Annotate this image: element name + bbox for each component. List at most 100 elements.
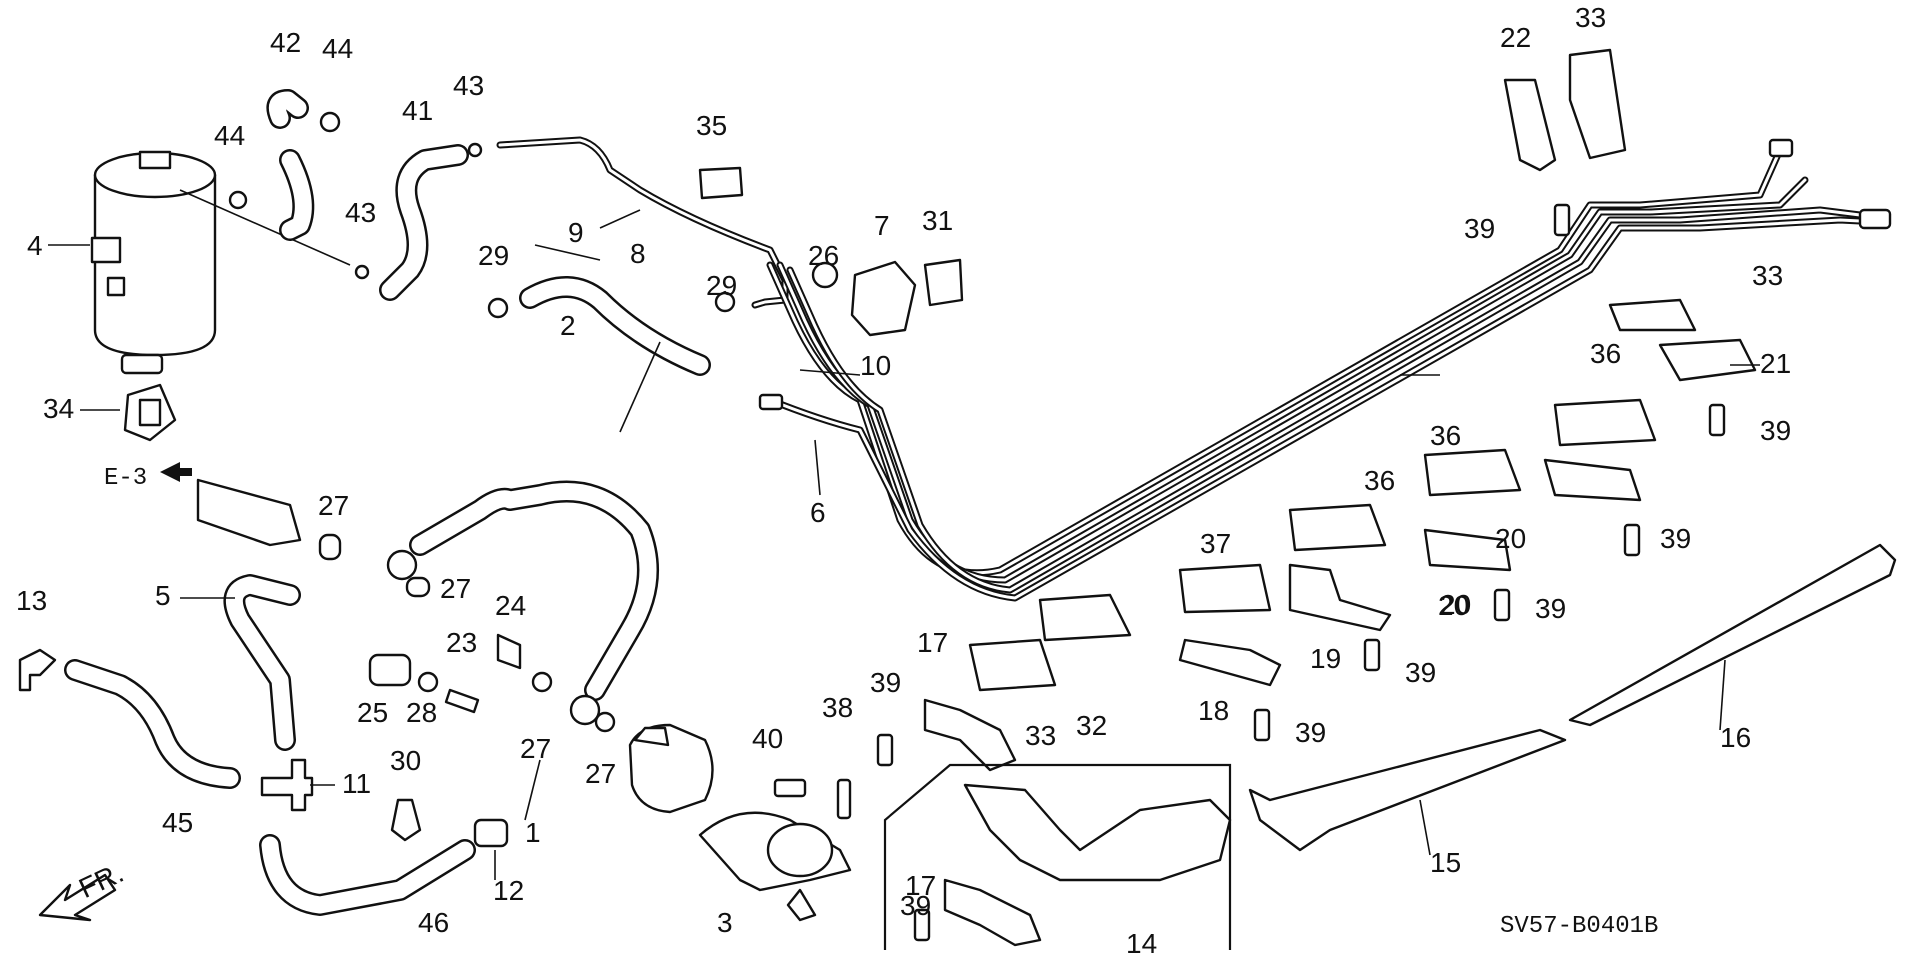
clip-29a[interactable] <box>487 297 509 319</box>
part-label: 38 <box>822 692 853 723</box>
washer-27d[interactable] <box>594 711 616 733</box>
clip-44b[interactable] <box>228 190 248 210</box>
bracket-17a[interactable] <box>923 698 1017 772</box>
left-arrow-icon <box>160 462 192 482</box>
hose-46[interactable] <box>259 834 476 916</box>
bracket-20b[interactable] <box>1423 528 1512 572</box>
bracket-18[interactable] <box>1178 638 1282 687</box>
clip-36a[interactable] <box>1553 398 1657 447</box>
clip-33b[interactable] <box>1608 298 1697 332</box>
pipe-8[interactable] <box>496 136 789 309</box>
clip-43b[interactable] <box>354 264 370 280</box>
clip-36c[interactable] <box>1288 503 1387 552</box>
bolt-40[interactable] <box>773 778 807 798</box>
bolt-39e[interactable] <box>1623 523 1641 557</box>
clip-35[interactable] <box>698 166 744 200</box>
part-label: 33 <box>1575 2 1606 33</box>
part-label: 21 <box>1760 348 1791 379</box>
hose-42[interactable] <box>266 89 315 241</box>
clip-33a[interactable] <box>1568 48 1627 160</box>
part-label: 16 <box>1720 722 1751 753</box>
canister[interactable] <box>90 150 351 375</box>
washer-27c[interactable] <box>531 671 553 693</box>
part-label: 19 <box>1310 643 1341 674</box>
clip-32[interactable] <box>1038 593 1132 642</box>
clip-29b[interactable] <box>714 291 736 313</box>
part-label: 20 <box>1495 523 1526 554</box>
fuel-filter[interactable] <box>628 723 714 814</box>
part-label: 22 <box>1500 22 1531 53</box>
clip-31[interactable] <box>923 258 964 307</box>
bracket-20a[interactable] <box>1543 458 1642 502</box>
clip-7[interactable] <box>850 260 917 337</box>
hose-45[interactable] <box>64 659 241 789</box>
clip-30[interactable] <box>390 798 422 842</box>
bolt-39d[interactable] <box>1708 403 1726 437</box>
fuel-rail[interactable] <box>196 478 302 547</box>
bracket-22[interactable] <box>1503 78 1557 172</box>
part-label: 18 <box>1198 695 1229 726</box>
clip-36b[interactable] <box>1423 448 1522 497</box>
bolt-39h[interactable] <box>1253 708 1271 742</box>
hose-41[interactable] <box>379 144 469 301</box>
part-label: 17 <box>917 627 948 658</box>
bolt-39g[interactable] <box>1363 638 1381 672</box>
hose-2[interactable] <box>386 480 659 726</box>
fitting-27a[interactable] <box>318 533 342 561</box>
part-label: 36 <box>1364 465 1395 496</box>
part-label: 30 <box>390 745 421 776</box>
part-label: 2 <box>560 310 576 341</box>
part-label: 14 <box>1126 928 1157 959</box>
bolt-38[interactable] <box>836 778 852 820</box>
bolt-24[interactable] <box>496 633 522 670</box>
holder-14[interactable] <box>963 783 1232 882</box>
canister-bracket[interactable] <box>123 383 177 442</box>
part-label: 10 <box>860 350 891 381</box>
bracket-21[interactable] <box>1658 338 1757 382</box>
bracket-19[interactable] <box>1288 563 1392 632</box>
part-label: 31 <box>922 205 953 236</box>
clip-33c[interactable] <box>968 638 1057 692</box>
part-label: 7 <box>874 210 890 241</box>
repeated-labels: 44 43 29 27 27 27 17 39 33 33 36 36 20 2… <box>322 33 1791 921</box>
hose-5[interactable] <box>223 574 301 751</box>
clip-37[interactable] <box>1178 563 1272 614</box>
clamp-12[interactable] <box>473 818 509 848</box>
part-label: 4 <box>27 230 43 261</box>
rail-16[interactable] <box>1568 543 1897 727</box>
pipe-bundle[interactable] <box>758 138 1892 602</box>
ref-label[interactable]: E-3 <box>104 465 147 492</box>
bolt-23[interactable] <box>444 688 480 714</box>
bolt-39c[interactable] <box>1553 203 1571 237</box>
bracket-17b[interactable] <box>943 878 1042 947</box>
fitting-13[interactable] <box>18 648 57 692</box>
grommet-26[interactable] <box>811 261 839 289</box>
part-label: 17 <box>905 870 936 901</box>
part-label: 39 <box>1464 213 1495 244</box>
tee-11[interactable] <box>260 758 314 812</box>
part-label: 42 <box>270 27 301 58</box>
hose-9[interactable] <box>519 276 711 376</box>
bolt-39b[interactable] <box>913 908 931 942</box>
clip-44a[interactable] <box>319 111 341 133</box>
part-label: 39 <box>1295 717 1326 748</box>
part-label: 3 <box>717 907 733 938</box>
rail-15[interactable] <box>1248 728 1567 852</box>
diagram-code: SV57-B0401B <box>1500 913 1658 940</box>
part-label: 39 <box>1405 657 1436 688</box>
bolt-39f[interactable] <box>1493 588 1511 622</box>
part-label: 44 <box>214 120 245 151</box>
part-label: 43 <box>453 70 484 101</box>
part-label: 27 <box>585 758 616 789</box>
part-label: 39 <box>1660 523 1691 554</box>
fitting-27b[interactable] <box>405 576 431 598</box>
clip-43a[interactable] <box>467 142 483 158</box>
part-label: 20 <box>1438 590 1469 621</box>
part-label: 11 <box>342 768 371 799</box>
part-label: 12 <box>493 875 524 906</box>
filter-bracket[interactable] <box>698 811 852 922</box>
washer-28[interactable] <box>417 671 439 693</box>
part-label: 33 <box>1752 260 1783 291</box>
fitting-25[interactable] <box>368 653 412 687</box>
bolt-39a[interactable] <box>876 733 894 767</box>
